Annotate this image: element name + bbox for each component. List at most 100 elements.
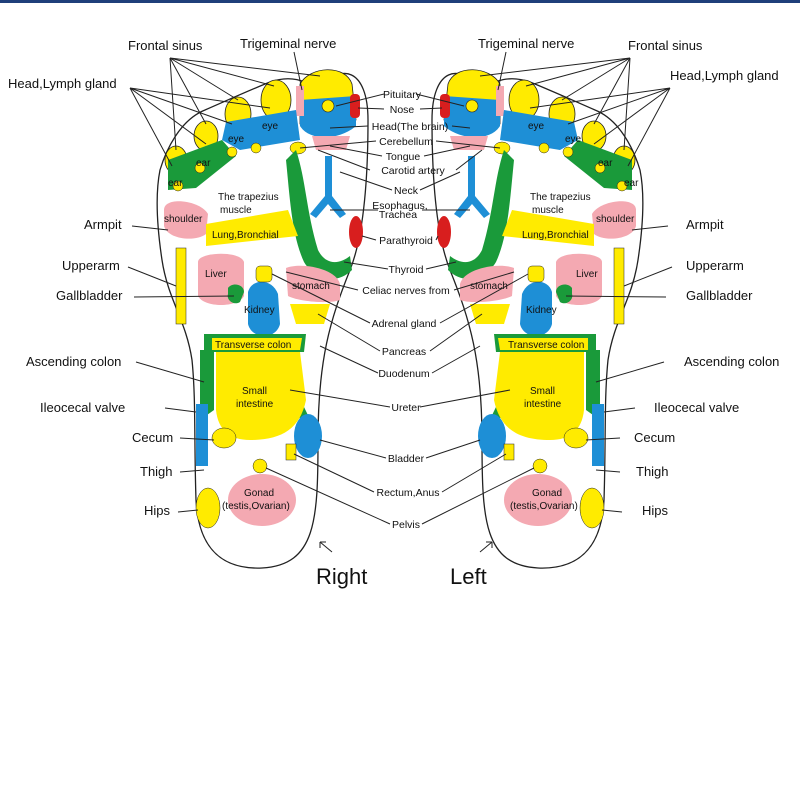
- left-hips: [579, 487, 605, 529]
- left-liver-label: Liver: [576, 269, 598, 280]
- upperarm-label-right: Upperarm: [62, 258, 120, 273]
- upperarm-label-left: Upperarm: [686, 258, 744, 273]
- tongue-label: Tongue: [386, 151, 421, 163]
- left-lung: [502, 210, 594, 246]
- left-toe-pink: [496, 86, 504, 116]
- right-transverse-colon-yellow: [212, 338, 302, 350]
- ileocecal-label-left: Ileocecal valve: [654, 400, 739, 415]
- left-eye-label: eye: [528, 121, 545, 132]
- right-foot: eye eye ear ear The trapezius muscle sho…: [156, 69, 369, 569]
- right-stomach-label: stomach: [292, 281, 330, 292]
- right-ear-dot-2: [172, 180, 184, 192]
- carotid-label: Carotid artery: [381, 165, 445, 177]
- adrenal-label: Adrenal gland: [372, 318, 437, 330]
- right-eye-label: eye: [262, 121, 279, 132]
- left-small-intestine: [494, 352, 584, 440]
- right-lung: [206, 210, 298, 246]
- cecum-label-left: Cecum: [634, 430, 675, 445]
- left-gallbladder: [556, 284, 573, 304]
- left-trapezius-label-2: muscle: [532, 205, 564, 216]
- right-pituitary-red: [350, 94, 360, 118]
- ileocecal-label-right: Ileocecal valve: [40, 400, 125, 415]
- trigeminal-label-left: Trigeminal nerve: [478, 36, 574, 51]
- leader-lines: [127, 51, 673, 553]
- left-small-label-1: Small: [530, 386, 555, 397]
- right-kidney: [248, 281, 280, 336]
- thigh-label-left: Thigh: [636, 464, 669, 479]
- nose-label: Nose: [390, 104, 415, 116]
- parathyroid-label: Parathyroid: [379, 235, 433, 247]
- right-stomach: [286, 265, 340, 303]
- ureter-label: Ureter: [391, 402, 421, 414]
- left-cecum: [563, 427, 589, 449]
- left-pituitary-dot: [465, 99, 479, 113]
- esophagus-label: Esophagus,: [372, 200, 427, 212]
- right-kidney-label: Kidney: [244, 305, 275, 316]
- left-ear-dot-2: [616, 180, 628, 192]
- left-ileocecal: [592, 404, 604, 466]
- left-eye-dot-1: [538, 142, 550, 154]
- right-trapezius-label-2: muscle: [220, 205, 252, 216]
- right-small-label-1: Small: [242, 386, 267, 397]
- left-transverse-colon-yellow: [498, 338, 588, 350]
- rectum-label: Rectum,Anus: [376, 487, 439, 499]
- left-gonad: [504, 474, 572, 526]
- left-ear-label-2: ear: [624, 178, 639, 189]
- right-rectum: [285, 443, 297, 461]
- left-ear-dot-1: [594, 162, 606, 174]
- left-adrenal: [527, 265, 545, 283]
- left-transverse-label: Transverse colon: [508, 340, 584, 351]
- left-tongue-pink: [450, 136, 488, 150]
- cecum-label-right: Cecum: [132, 430, 173, 445]
- left-esophagus: [454, 156, 490, 218]
- right-parathyroid-red: [349, 216, 363, 248]
- right-ear-dot-1: [194, 162, 206, 174]
- top-border: [0, 0, 800, 3]
- left-parathyroid-red: [437, 216, 451, 248]
- left-bladder: [478, 414, 506, 458]
- left-eye-dot-2: [562, 146, 574, 158]
- right-shoulder-label: shoulder: [164, 214, 203, 225]
- left-small-label-2: intestine: [524, 399, 562, 410]
- pituitary-label: Pituitary: [383, 89, 422, 101]
- left-rectum: [503, 443, 515, 461]
- left-ascending-colon: [586, 350, 600, 420]
- gallbladder-label-left: Gallbladder: [686, 288, 753, 303]
- left-shoulder-label: shoulder: [596, 214, 635, 225]
- left-gonad-label-2: (testis,Ovarian): [510, 501, 578, 512]
- left-eye-band: [500, 110, 578, 150]
- left-kidney-label: Kidney: [526, 305, 557, 316]
- right-shoulder: [164, 201, 208, 239]
- left-foot: [431, 69, 644, 569]
- right-ascending-colon: [200, 350, 214, 420]
- right-cecum: [211, 427, 237, 449]
- left-ear-label: ear: [598, 158, 613, 169]
- right-ear-label-2: ear: [168, 178, 183, 189]
- celiac-label: Celiac nerves from: [362, 285, 450, 297]
- right-eye-dot-1: [250, 142, 262, 154]
- right-gonad-label-1: Gonad: [244, 488, 274, 499]
- outer-labels: Frontal sinus Trigeminal nerve Head,Lymp…: [8, 36, 779, 518]
- frontal-sinus-label-right: Frontal sinus: [128, 38, 203, 53]
- right-spine-green: [286, 150, 352, 280]
- left-foot-title: Left: [450, 564, 487, 589]
- right-small-label-2: intestine: [236, 399, 274, 410]
- left-kidney: [520, 281, 552, 336]
- left-eye-label-2: eye: [565, 134, 582, 145]
- right-trapezius-label-1: The trapezius: [218, 192, 279, 203]
- left-upperarm: [613, 247, 625, 325]
- duodenum-label: Duodenum: [378, 368, 430, 380]
- left-trapezius-label-1: The trapezius: [530, 192, 591, 203]
- right-gallbladder: [227, 284, 244, 304]
- left-stomach-label: stomach: [470, 281, 508, 292]
- ascending-colon-label-left: Ascending colon: [684, 354, 779, 369]
- right-bladder: [294, 414, 322, 458]
- right-pituitary-dot: [321, 99, 335, 113]
- armpit-label-right: Armpit: [84, 217, 122, 232]
- hips-label-right: Hips: [144, 503, 171, 518]
- left-pelvis-dot: [532, 458, 548, 474]
- frontal-sinus-label-left: Frontal sinus: [628, 38, 703, 53]
- right-small-intestine: [216, 352, 306, 440]
- head-lymph-label-right: Head,Lymph gland: [8, 76, 117, 91]
- right-eye-band: [222, 110, 300, 150]
